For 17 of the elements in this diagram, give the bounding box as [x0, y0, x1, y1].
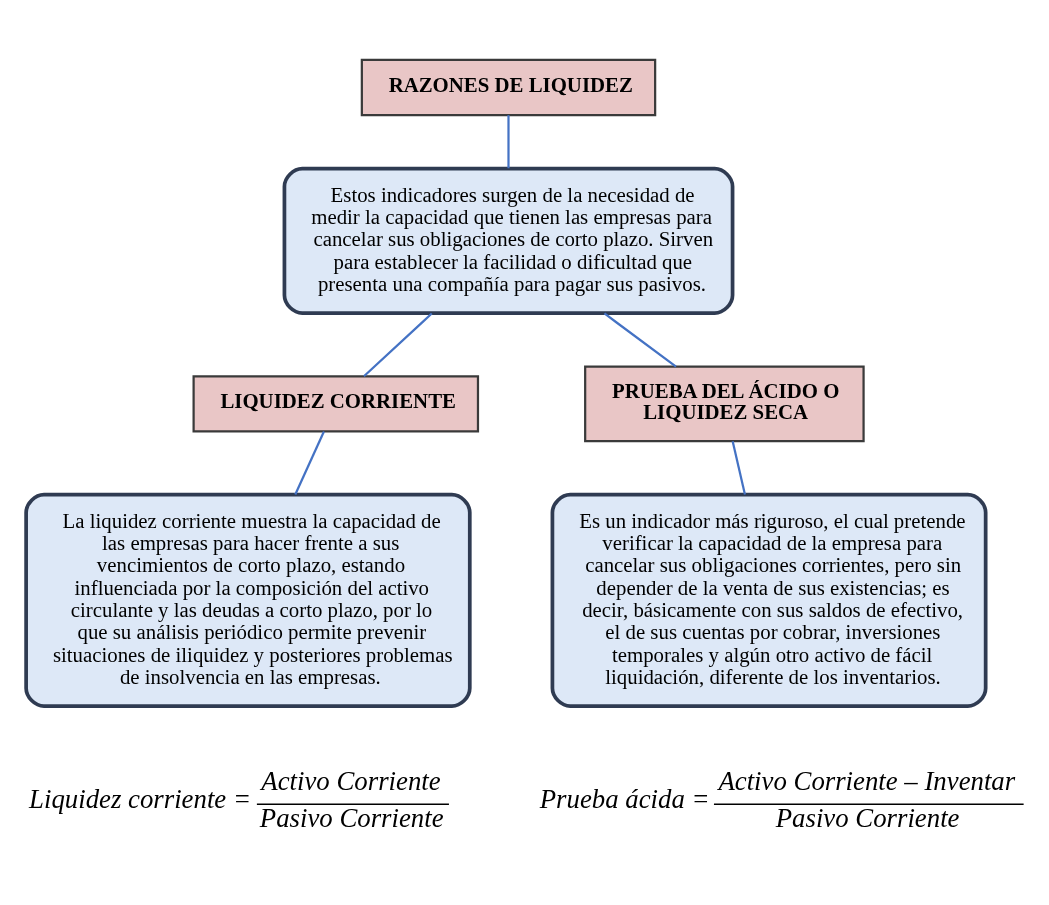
- node-box: PRUEBA DEL ÁCIDO O LIQUIDEZ SECA: [584, 365, 865, 442]
- label: Liquidez corriente =: [29, 783, 251, 814]
- node-box: LIQUIDEZ CORRIENTE: [192, 374, 480, 433]
- label: Pasivo Corriente: [775, 802, 960, 833]
- connector: [507, 114, 510, 168]
- connector: [731, 440, 746, 495]
- connector: [603, 312, 677, 367]
- node-box: La liquidez corriente muestra la capacidad de las empresas para hacer frente a sus vencimientos de corto plazo, estando influenciada por la composición del activo circulante y las deudas a corto plazo, por lo que su análisis periódico permite prevenir situaciones de iliquidez y posteriores problemas de insolvencia en las empresas.: [24, 492, 472, 708]
- connector: [363, 312, 433, 377]
- label: Activo Corriente: [261, 765, 441, 796]
- label: Pasivo Corriente: [259, 802, 444, 833]
- label: Activo Corriente – Inventar: [718, 765, 1016, 796]
- connector: [294, 430, 325, 495]
- node-box: Estos indicadores surgen de la necesidad de medir la capacidad que tienen las empresas para cancelar sus obligaciones de corto plazo. Sirven para establecer la facilidad o dificultad que presenta una compañía para pagar sus pasivos.: [282, 166, 735, 315]
- node-box: Es un indicador más riguroso, el cual pretende verificar la capacidad de la empresa para cancelar sus obligaciones corrientes, pero sin depender de la venta de sus existencias; es decir, básicamente con sus saldos de efectivo, el de sus cuentas por cobrar, inversiones temporales y algún otro activo de fácil liquidación, diferente de los inventarios.: [550, 492, 988, 708]
- node-box: RAZONES DE LIQUIDEZ: [360, 58, 657, 116]
- label: Prueba ácida =: [539, 783, 710, 814]
